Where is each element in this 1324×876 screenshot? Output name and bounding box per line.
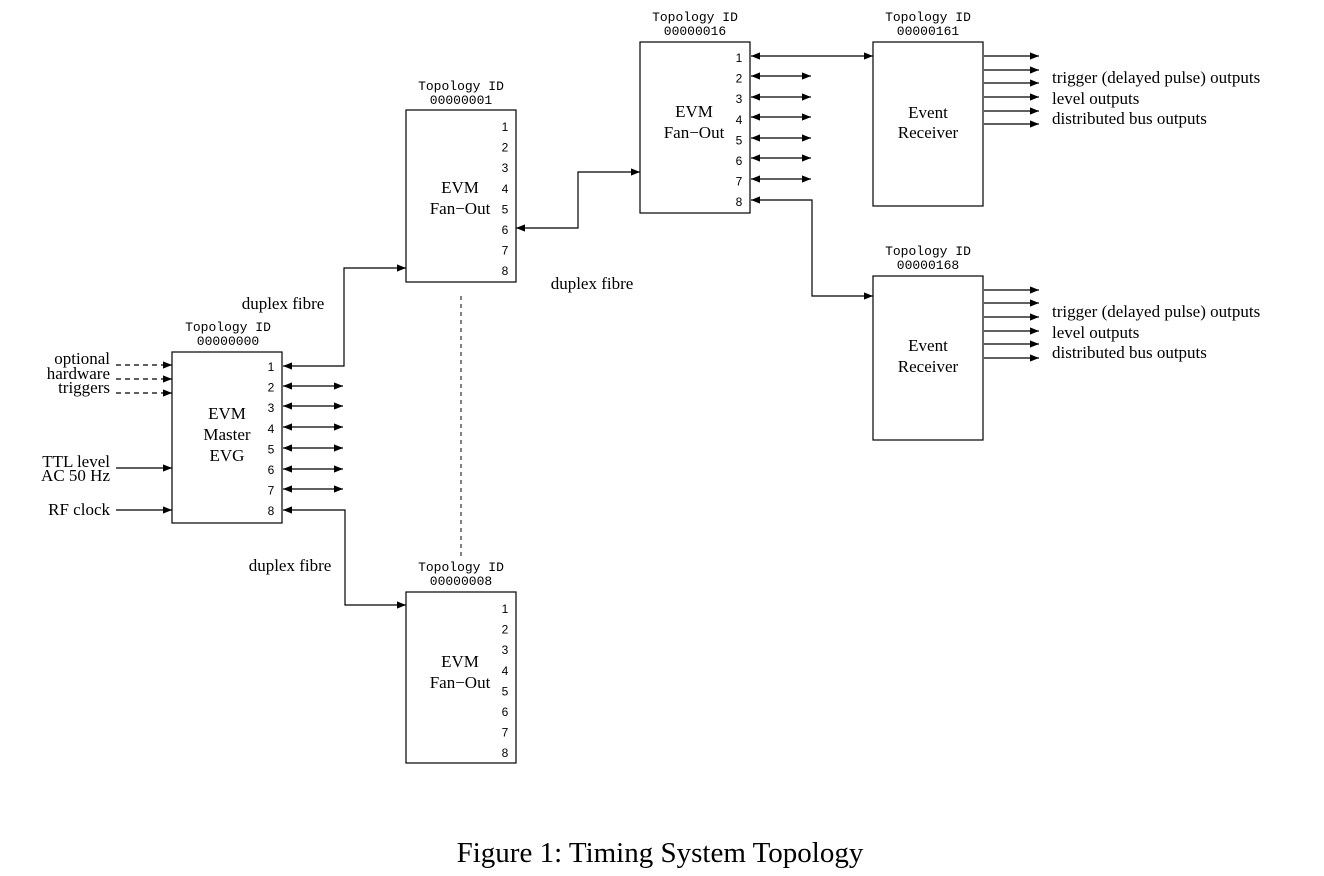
fanout-16-port-labels: 1 2 3 4 5 6 7 8: [736, 51, 743, 209]
fanout-8-box: [405, 591, 517, 764]
receiver-168-output-trigger: trigger (delayed pulse) outputs: [1052, 302, 1260, 321]
input-optional-label: optional: [54, 349, 110, 368]
fanout-16-port-stubs: [751, 72, 811, 183]
fanout-8-topology-label: Topology ID: [418, 560, 504, 575]
fanout-1-port-4-label: 4: [502, 182, 509, 196]
fanout-8-port-6-label: 6: [502, 705, 509, 719]
master-port-7-label: 7: [268, 484, 275, 498]
master-port-1-label: 1: [268, 360, 275, 374]
fanout-16-port-5-label: 5: [736, 133, 743, 147]
link-master1-fanout1: [283, 264, 406, 370]
master-port-2-label: 2: [268, 381, 275, 395]
fanout-8-port-1-label: 1: [502, 602, 509, 616]
receiver-161-topology-label: Topology ID: [885, 10, 971, 25]
fanout-1-port-8-label: 8: [502, 264, 509, 278]
fanout-16-box: [639, 41, 751, 214]
fanout-8-title-line-2: Fan−Out: [430, 673, 491, 692]
fanout-8-port-3-label: 3: [502, 643, 509, 657]
master-title-line-2: Master: [203, 425, 251, 444]
fanout-16-topology-id: 00000016: [664, 24, 726, 39]
link-master8-fanout8: [283, 506, 406, 609]
fanout-16-port-2-label: 2: [736, 72, 743, 86]
fanout-1-port-6-label: 6: [502, 223, 509, 237]
master-port-3-label: 3: [268, 401, 275, 415]
fanout-16-node: Topology ID 00000016 EVM Fan−Out 1 2 3 4 5 6 7…: [639, 10, 751, 214]
master-topology-label: Topology ID: [185, 320, 271, 335]
fibre-label-upper: duplex fibre: [242, 294, 325, 313]
fanout-1-port-2-label: 2: [502, 141, 509, 155]
receiver-161-topology-id: 00000161: [897, 24, 960, 39]
fanout-16-port-6-label: 6: [736, 154, 743, 168]
fanout-16-port-8-label: 8: [736, 195, 743, 209]
fanout-1-port-5-label: 5: [502, 202, 509, 216]
master-evg-node: Topology ID 00000000 EVM Master EVG 1 2 3 4…: [171, 320, 283, 524]
master-title-line-1: EVM: [208, 404, 246, 423]
master-evg-box: [171, 351, 283, 524]
fanout-16-title-line-1: EVM: [675, 102, 713, 121]
master-inputs: optional hardware triggers TTL level AC …: [41, 349, 172, 519]
master-port-stubs: [283, 382, 343, 493]
receiver-161-title-line-1: Event: [908, 103, 948, 122]
fanout-1-topology-label: Topology ID: [418, 79, 504, 94]
fanout-16-port-3-label: 3: [736, 92, 743, 106]
fanout-1-box: [405, 109, 517, 283]
input-ttl-label: TTL level: [42, 452, 110, 471]
fanout-16-port-1-label: 1: [736, 51, 743, 65]
fanout-16-title-line-2: Fan−Out: [664, 123, 725, 142]
fanout-8-port-labels: 1 2 3 4 5 6 7 8: [502, 602, 509, 760]
input-hardware-label: hardware: [47, 364, 110, 383]
fanout-8-title-line-1: EVM: [441, 652, 479, 671]
fanout-8-node: Topology ID 00000008 EVM Fan−Out 1 2 3 4 5 6 7…: [405, 560, 517, 764]
receiver-161-output-trigger: trigger (delayed pulse) outputs: [1052, 68, 1260, 87]
receiver-161-node: Topology ID 00000161 Event Receiver trig…: [872, 10, 1260, 207]
fanout-1-title-line-1: EVM: [441, 178, 479, 197]
receiver-161-box: [872, 41, 984, 207]
fanout-1-node: Topology ID 00000001 EVM Fan−Out 1 2 3 4 5 6 7…: [405, 79, 517, 283]
fanout-8-port-5-label: 5: [502, 684, 509, 698]
master-port-5-label: 5: [268, 442, 275, 456]
fanout-1-port-3-label: 3: [502, 161, 509, 175]
fibre-label-middle: duplex fibre: [551, 274, 634, 293]
receiver-168-topology-label: Topology ID: [885, 244, 971, 259]
master-topology-id: 00000000: [197, 334, 259, 349]
receiver-168-topology-id: 00000168: [897, 258, 959, 273]
link-fanout16-receiver168: [751, 196, 873, 300]
receiver-168-title-line-2: Receiver: [898, 357, 959, 376]
master-title-line-3: EVG: [210, 446, 245, 465]
master-port-6-label: 6: [268, 463, 275, 477]
fanout-8-port-8-label: 8: [502, 746, 509, 760]
input-rf-clock-label: RF clock: [48, 500, 110, 519]
receiver-161-title-line-2: Receiver: [898, 123, 959, 142]
fanout-1-port-7-label: 7: [502, 244, 509, 258]
master-port-8-label: 8: [268, 504, 275, 518]
receiver-168-node: Topology ID 00000168 Event Receiver trig…: [872, 244, 1260, 441]
fanout-8-port-2-label: 2: [502, 623, 509, 637]
receiver-168-title-line-1: Event: [908, 336, 948, 355]
receiver-168-output-bus: distributed bus outputs: [1052, 343, 1207, 362]
fanout-16-port-4-label: 4: [736, 113, 743, 127]
fanout-1-port-1-label: 1: [502, 120, 509, 134]
receiver-161-output-bus: distributed bus outputs: [1052, 109, 1207, 128]
fanout-8-topology-id: 00000008: [430, 574, 492, 589]
fanout-8-port-7-label: 7: [502, 726, 509, 740]
receiver-161-output-level: level outputs: [1052, 89, 1139, 108]
receiver-168-output-level: level outputs: [1052, 323, 1139, 342]
master-port-4-label: 4: [268, 422, 275, 436]
fanout-16-topology-label: Topology ID: [652, 10, 738, 25]
figure-caption: Figure 1: Timing System Topology: [457, 837, 864, 869]
fanout-8-port-4-label: 4: [502, 664, 509, 678]
fanout-1-port-labels: 1 2 3 4 5 6 7 8: [502, 120, 509, 278]
master-port-labels: 1 2 3 4 5 6 7 8: [268, 360, 275, 518]
fanout-16-port-7-label: 7: [736, 175, 743, 189]
input-ac-label: AC 50 Hz: [41, 466, 110, 485]
link-fanout1-fanout16: [516, 168, 640, 232]
fanout-1-title-line-2: Fan−Out: [430, 199, 491, 218]
input-triggers-label: triggers: [58, 378, 110, 397]
receiver-168-box: [872, 275, 984, 441]
fanout-1-topology-id: 00000001: [430, 93, 493, 108]
fibre-label-lower: duplex fibre: [249, 556, 332, 575]
